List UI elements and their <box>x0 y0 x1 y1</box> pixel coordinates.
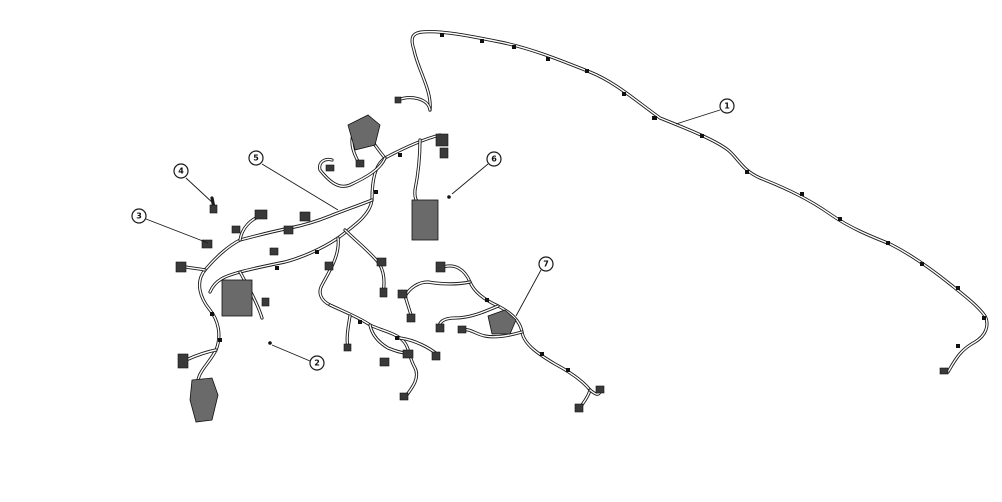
callout-6-label: 6 <box>491 155 497 164</box>
callout-4-label: 4 <box>178 167 184 176</box>
callout-7-label: 7 <box>543 260 549 269</box>
callout-3: 3 <box>131 208 147 224</box>
callout-1-label: 1 <box>724 102 730 111</box>
part-4-clip <box>209 196 218 214</box>
harness-7 <box>397 261 605 413</box>
callout-3-label: 3 <box>136 212 142 221</box>
harness-5 <box>208 114 449 401</box>
harness-3 <box>175 209 294 423</box>
callout-6: 6 <box>486 151 502 167</box>
harness-1 <box>394 30 989 375</box>
callout-5-label: 5 <box>253 154 259 163</box>
callout-7: 7 <box>538 256 554 272</box>
part-2-fastener <box>268 341 272 345</box>
part-6-fastener <box>447 195 451 199</box>
callout-4: 4 <box>173 163 189 179</box>
callout-leaders <box>145 109 721 362</box>
callout-5: 5 <box>248 150 264 166</box>
callout-2-label: 2 <box>314 359 320 368</box>
callout-2: 2 <box>309 355 325 371</box>
callout-1: 1 <box>719 98 735 114</box>
